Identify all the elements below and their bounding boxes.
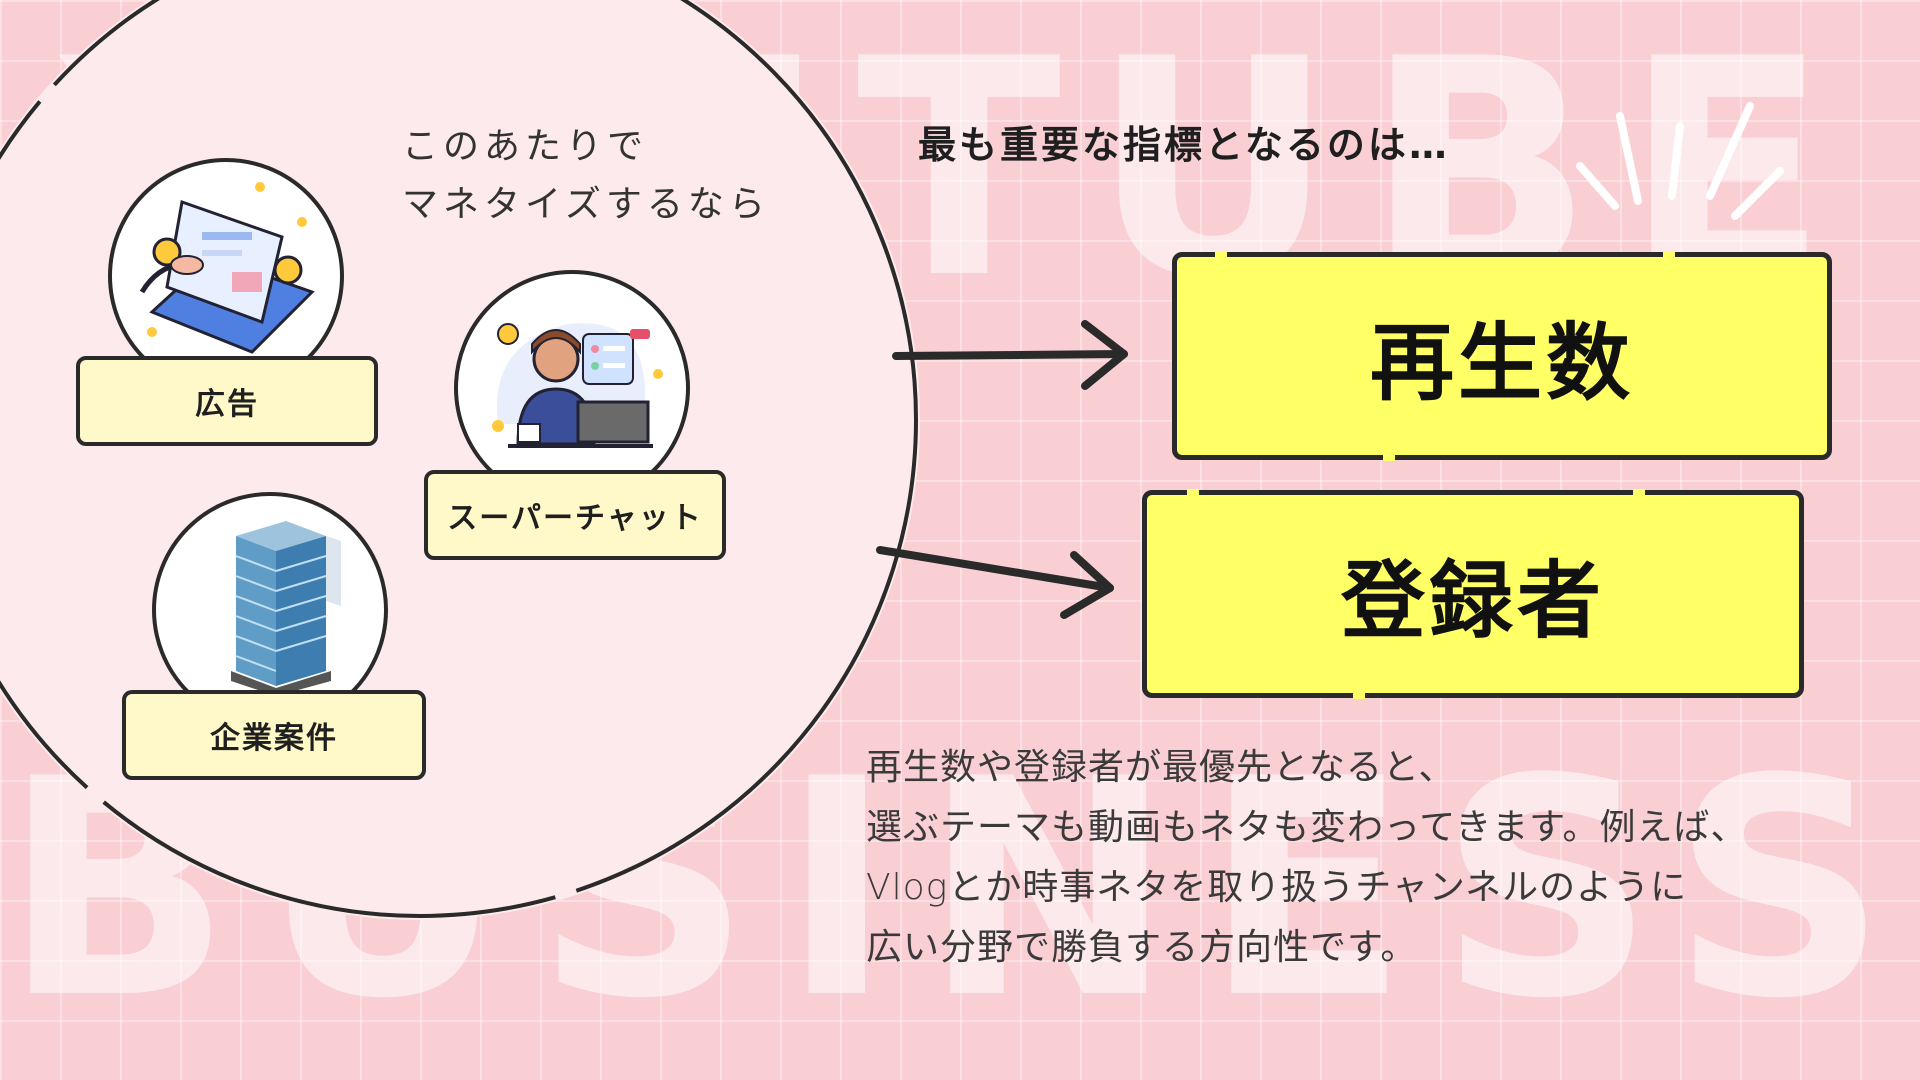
explanation-text: 再生数や登録者が最優先となると、 選ぶテーマも動画もネタも変わってきます。例えば…: [866, 747, 1748, 968]
laptop-ads-icon: [139, 182, 315, 354]
headline: 最も重要な指標となるのは…: [918, 123, 1450, 167]
monetization-circle-outline: [0, 0, 918, 918]
label-corporate: 企業案件: [122, 690, 426, 780]
sparkle-lines-icon: [1576, 102, 1784, 220]
metric-subscribers: 登録者: [1142, 489, 1804, 699]
arrow-right-icon: [892, 320, 1128, 390]
metric-views-label: 再生数: [1369, 313, 1634, 412]
label-superchat: スーパーチャット: [424, 470, 726, 560]
metric-subscribers-label: 登録者: [1340, 551, 1605, 650]
livestream-person-icon: [492, 323, 663, 448]
label-ads: 広告: [76, 356, 378, 446]
office-building-icon: [231, 521, 341, 696]
intro-text: このあたりで マネタイズするなら: [402, 126, 770, 225]
superchat-illustration: [454, 270, 690, 506]
arrow-right-icon: [876, 546, 1114, 619]
metric-views: 再生数: [1172, 251, 1832, 461]
